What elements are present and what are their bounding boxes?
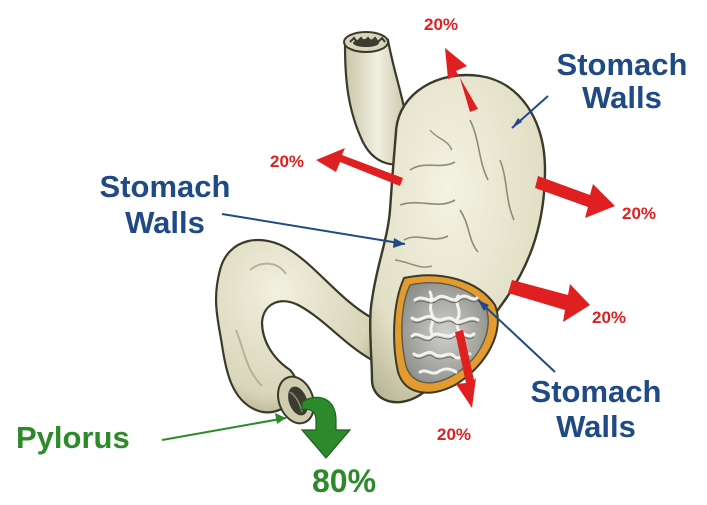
outflow-arrow — [300, 396, 352, 459]
leader-lines — [161, 95, 556, 441]
arrow-right-lower — [508, 280, 590, 322]
duodenum — [214, 238, 374, 425]
percent-label-right-lower: 20% — [592, 308, 626, 327]
pylorus-label: Pylorus — [16, 420, 130, 455]
arrow-up — [445, 48, 478, 112]
stomach-walls-label-left: Stomach — [100, 169, 231, 204]
stomach-walls-label-top: Stomach — [557, 47, 688, 82]
stomach-walls-label-top-line2: Walls — [582, 80, 662, 115]
percent-label-top: 20% — [424, 15, 458, 34]
stomach-walls-label-bottom: Stomach — [531, 374, 662, 409]
arrow-down — [455, 330, 476, 408]
stomach-interior-cutaway — [393, 274, 499, 394]
pressure-arrows — [316, 48, 615, 408]
stomach-walls-label-left-line2: Walls — [125, 205, 205, 240]
arrow-right-upper — [535, 176, 615, 218]
percent-label-left: 20% — [270, 152, 304, 171]
percent-label-bottom: 20% — [437, 425, 471, 444]
outflow-percent-label: 80% — [312, 463, 376, 499]
esophagus — [343, 31, 412, 166]
percent-label-right-upper: 20% — [622, 204, 656, 223]
arrow-left — [316, 148, 403, 186]
stomach-walls-label-bottom-line2: Walls — [556, 409, 636, 444]
